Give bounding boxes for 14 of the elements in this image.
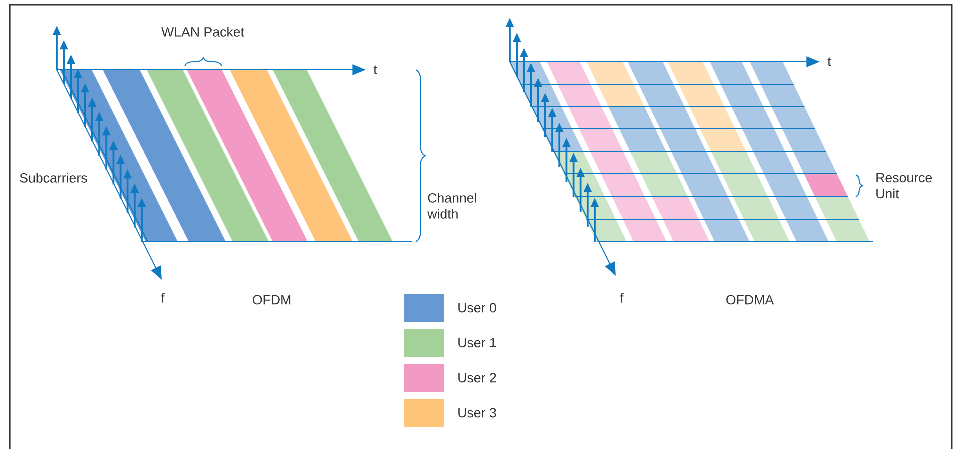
bracket-label: WLAN Packet (162, 27, 244, 37)
legend-label: User 3 (458, 408, 496, 418)
legend-label: User 1 (458, 338, 496, 348)
bracket-label: Channel width (428, 193, 476, 219)
legend-label: User 2 (458, 373, 496, 383)
axis-label: Subcarriers (20, 173, 88, 183)
axis-label: f (161, 293, 165, 303)
axis-label: f (620, 293, 624, 303)
bracket-label: Resource Unit (876, 173, 932, 199)
axis-label: t (374, 66, 378, 74)
axis-label: t (828, 58, 832, 66)
panel-label: OFDMA (726, 295, 774, 305)
panel-label: OFDM (253, 295, 291, 305)
legend-label: User 0 (458, 303, 496, 313)
